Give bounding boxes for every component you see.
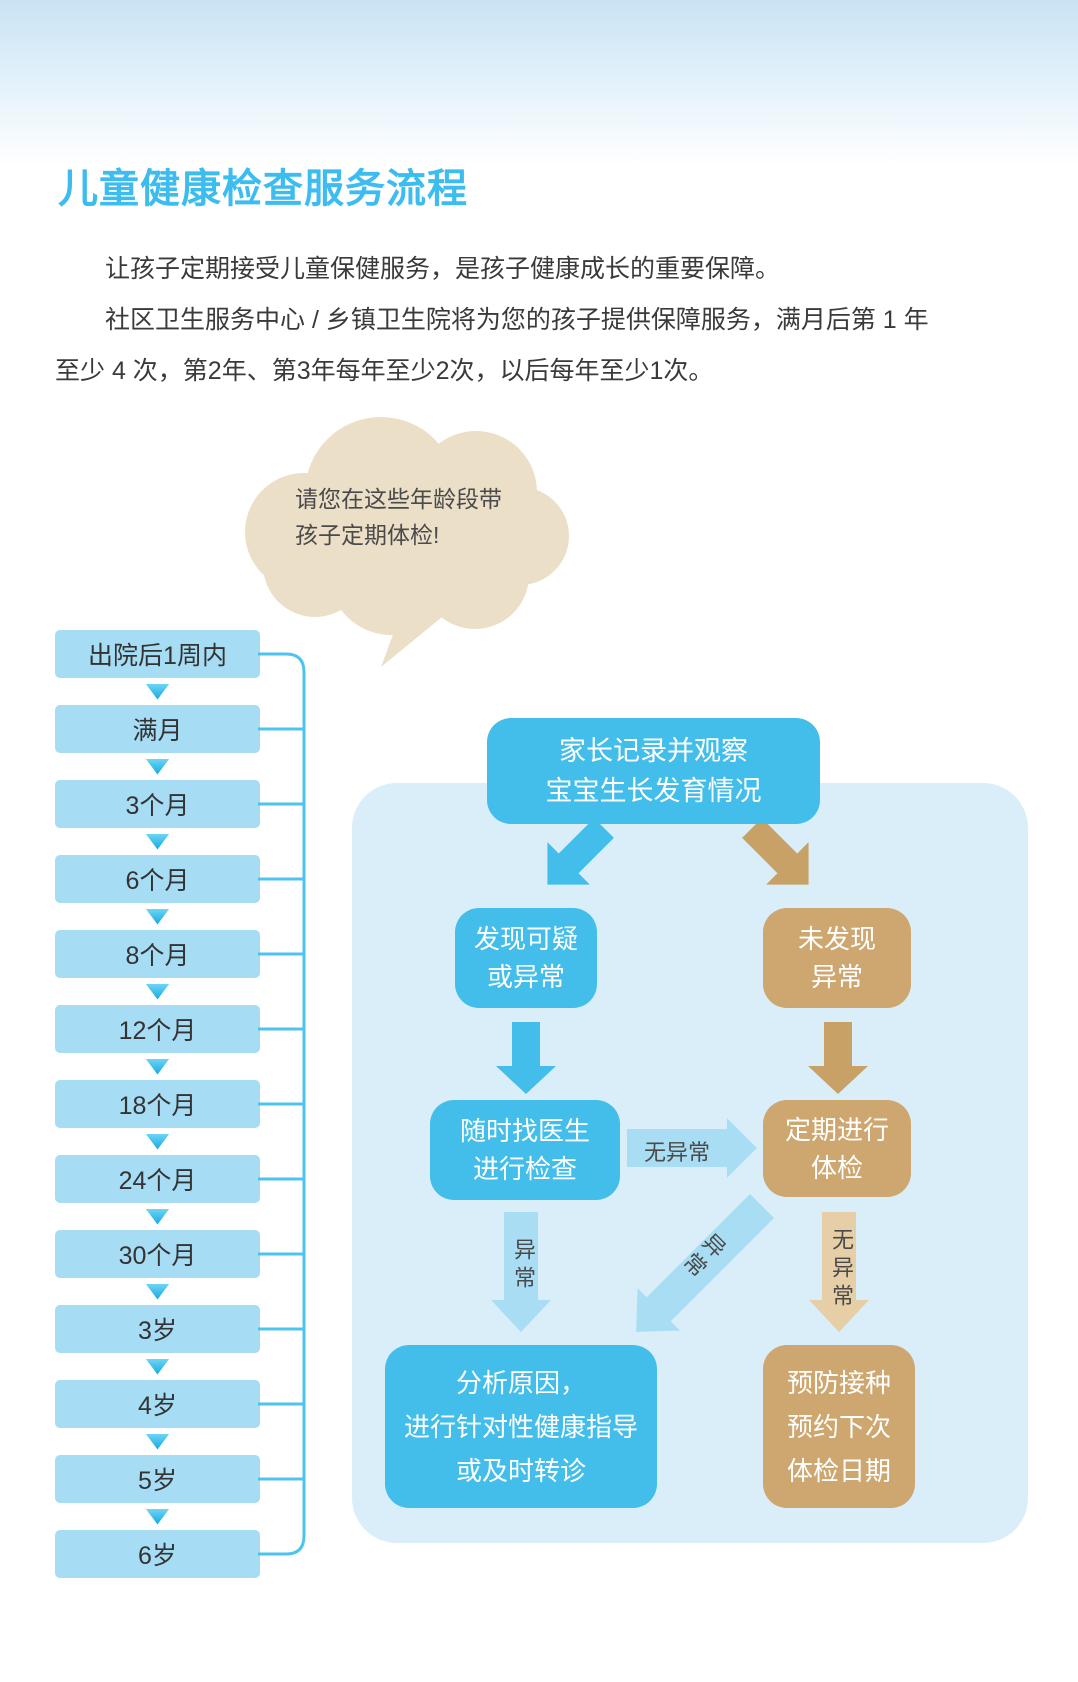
timeline-gap	[55, 678, 260, 705]
timeline-gap	[55, 1503, 260, 1530]
speech-bubble: 请您在这些年龄段带 孩子定期体检!	[233, 415, 578, 667]
flow-node-vaccination-line3: 体检日期	[786, 1455, 891, 1486]
flow-node-record-line1: 家长记录并观察	[559, 736, 748, 766]
timeline-gap	[55, 1428, 260, 1455]
intro-paragraph-1: 让孩子定期接受儿童保健服务，是孩子健康成长的重要保障。	[105, 255, 781, 283]
flow-node-vaccination-line2: 预约下次	[786, 1411, 891, 1442]
flow-node-see-doctor-line2: 进行检查	[472, 1154, 577, 1184]
speech-bubble-text: 请您在这些年龄段带 孩子定期体检!	[295, 481, 502, 553]
timeline-gap	[55, 753, 260, 780]
timeline-gap	[55, 1353, 260, 1380]
intro-paragraph-2: 社区卫生服务中心 / 乡镇卫生院将为您的孩子提供保障服务，满月后第 1 年至少 …	[55, 306, 929, 385]
timeline-item: 出院后1周内	[55, 630, 260, 678]
down-arrow-icon	[145, 1358, 170, 1375]
timeline-gap	[55, 1128, 260, 1155]
flow-node-regular-checkup: 定期进行 体检	[763, 1100, 911, 1197]
flow-node-suspect: 发现可疑 或异常	[455, 908, 597, 1008]
timeline-item: 24个月	[55, 1155, 260, 1203]
intro-text: 让孩子定期接受儿童保健服务，是孩子健康成长的重要保障。 社区卫生服务中心 / 乡…	[55, 244, 945, 397]
flow-node-suspect-line2: 或异常	[486, 962, 565, 992]
down-arrow-icon	[145, 758, 170, 775]
down-arrow-icon	[145, 1283, 170, 1300]
timeline-item: 6岁	[55, 1530, 260, 1578]
flow-node-no-abnormal-line2: 异常	[810, 962, 863, 992]
timeline-item: 12个月	[55, 1005, 260, 1053]
age-timeline: 出院后1周内 满月 3个月 6个月 8个月 12个月 18个月 24个月 30个…	[55, 630, 260, 1578]
flow-node-suspect-line1: 发现可疑	[473, 924, 578, 954]
label-no-abnormal-right: 无异常	[829, 1228, 854, 1312]
label-abnormal-left: 异常	[511, 1238, 536, 1294]
timeline-gap	[55, 828, 260, 855]
header-gradient	[0, 0, 1078, 165]
down-arrow-icon	[145, 908, 170, 925]
timeline-gap	[55, 1203, 260, 1230]
flow-node-no-abnormal: 未发现 异常	[763, 908, 911, 1008]
timeline-gap	[55, 1053, 260, 1080]
down-arrow-icon	[145, 833, 170, 850]
down-arrow-icon	[145, 1433, 170, 1450]
flow-node-record: 家长记录并观察 宝宝生长发育情况	[487, 718, 820, 824]
down-arrow-icon	[145, 1508, 170, 1525]
flow-node-regular-checkup-line2: 体检	[810, 1152, 863, 1183]
flow-node-see-doctor: 随时找医生 进行检查	[430, 1100, 620, 1200]
cloud-blob	[281, 473, 531, 605]
flow-node-see-doctor-line1: 随时找医生	[459, 1116, 590, 1146]
down-arrow-icon	[145, 1208, 170, 1225]
page-title: 儿童健康检查服务流程	[58, 167, 468, 211]
down-arrow-icon	[145, 683, 170, 700]
flow-node-regular-checkup-line1: 定期进行	[784, 1114, 889, 1145]
label-no-abnormal-horizontal: 无异常	[643, 1140, 710, 1165]
flow-node-analysis-line1: 分析原因，	[455, 1367, 586, 1398]
timeline-item: 5岁	[55, 1455, 260, 1503]
down-arrow-icon	[145, 983, 170, 1000]
timeline-gap	[55, 1278, 260, 1305]
timeline-item: 4岁	[55, 1380, 260, 1428]
flow-node-vaccination: 预防接种 预约下次 体检日期	[763, 1345, 915, 1508]
timeline-bracket	[258, 652, 306, 1556]
timeline-item: 8个月	[55, 930, 260, 978]
timeline-item: 6个月	[55, 855, 260, 903]
timeline-bracket-line	[258, 652, 306, 1556]
timeline-gap	[55, 978, 260, 1005]
speech-bubble-line1: 请您在这些年龄段带	[295, 486, 502, 512]
down-arrow-icon	[145, 1133, 170, 1150]
timeline-gap	[55, 903, 260, 930]
flow-node-record-line2: 宝宝生长发育情况	[545, 776, 762, 806]
timeline-item: 18个月	[55, 1080, 260, 1128]
timeline-item: 满月	[55, 705, 260, 753]
timeline-item: 30个月	[55, 1230, 260, 1278]
flow-node-no-abnormal-line1: 未发现	[797, 924, 876, 954]
flow-node-analysis-line2: 进行针对性健康指导	[403, 1411, 638, 1442]
timeline-item: 3岁	[55, 1305, 260, 1353]
down-arrow-icon	[145, 1058, 170, 1075]
flow-node-analysis-line3: 或及时转诊	[455, 1455, 586, 1486]
flow-node-vaccination-line1: 预防接种	[786, 1367, 891, 1398]
flow-node-analysis: 分析原因， 进行针对性健康指导 或及时转诊	[385, 1345, 657, 1508]
speech-bubble-line2: 孩子定期体检!	[295, 522, 440, 548]
timeline-item: 3个月	[55, 780, 260, 828]
